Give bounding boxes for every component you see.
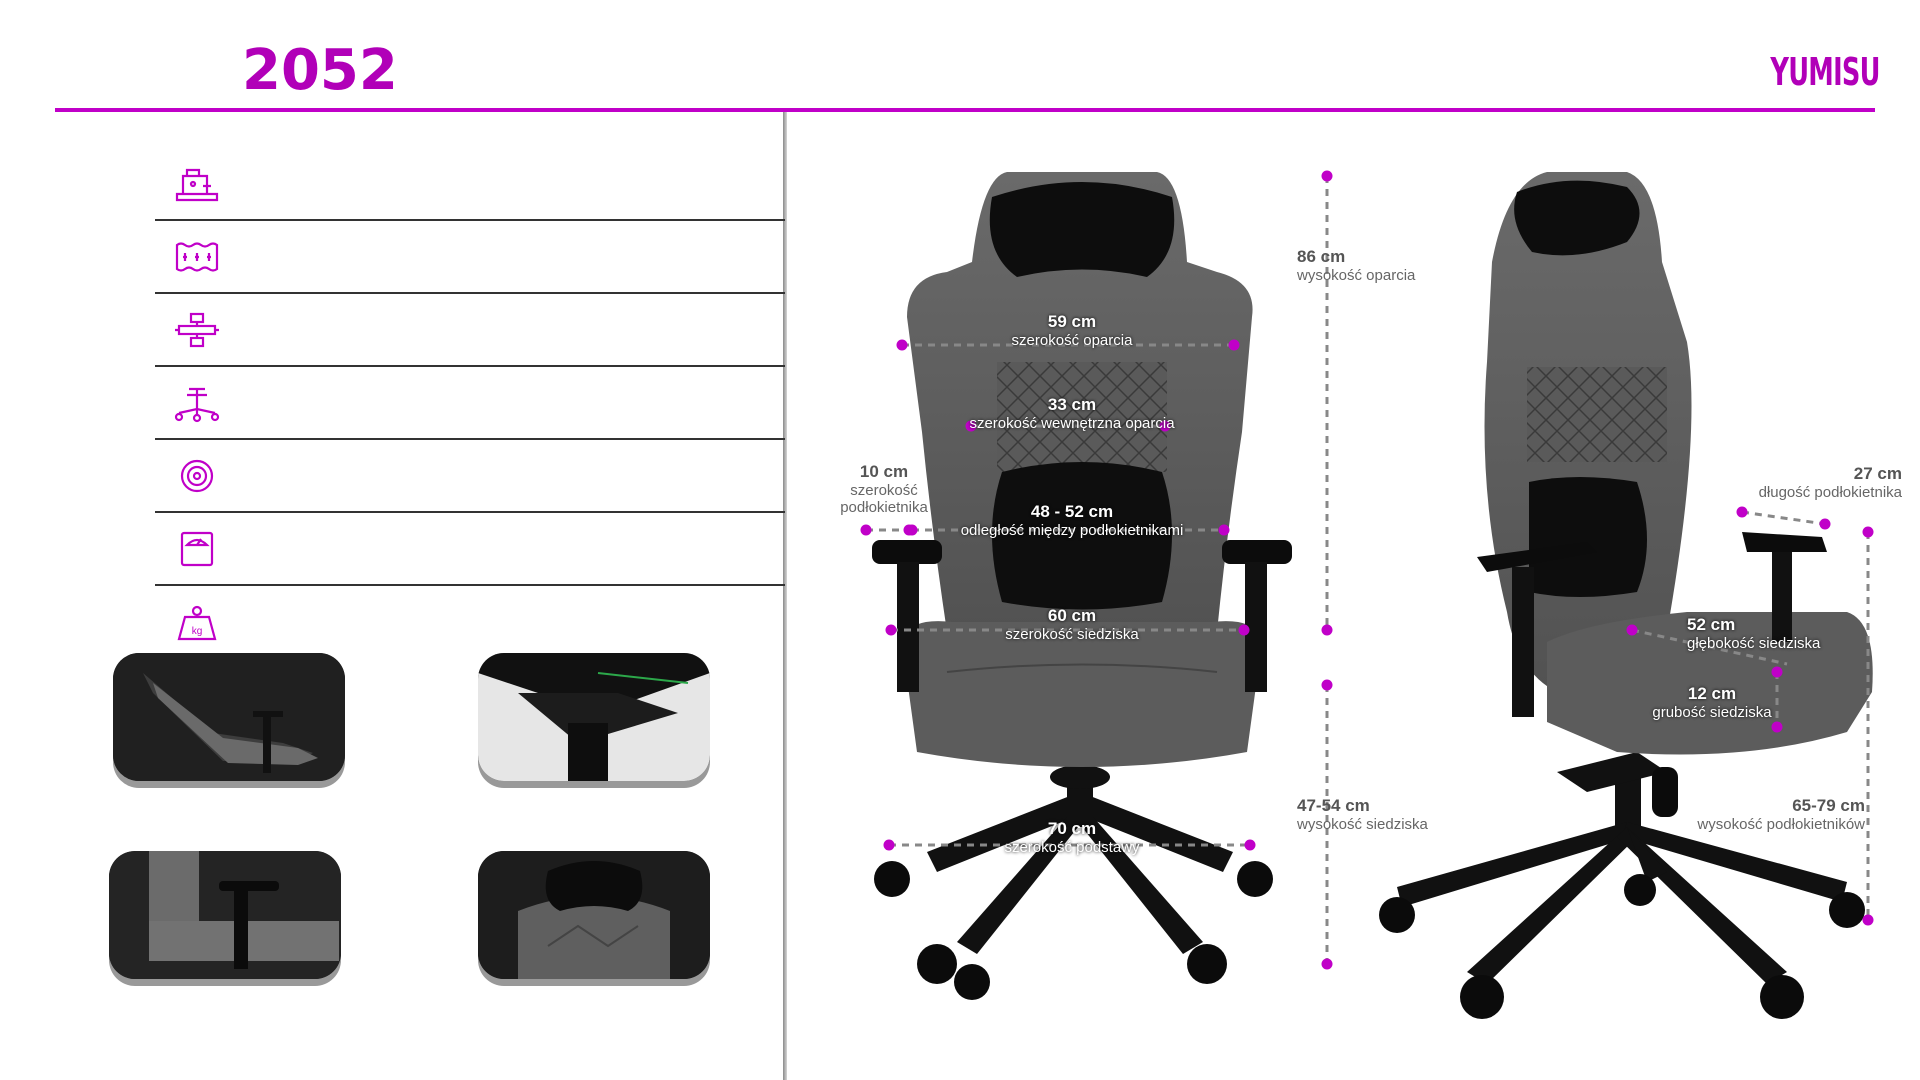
spec-row-weight: kg [155,586,785,659]
model-number: 2052 [242,38,398,103]
spec-row-armrest [155,294,785,367]
weight-icon-label: kg [192,626,203,637]
measure-seat-depth: 52 cm głębokość siedziska [1687,615,1821,652]
side-chair [1379,172,1873,1019]
front-chair [872,172,1292,1000]
measure-seat-height: 47-54 cm wysokość siedziska [1297,796,1428,833]
spec-list: kg [155,148,785,659]
foam-cushion-icon [155,232,239,282]
product-stage: 59 cm szerokość oparcia 33 cm szerokość … [787,112,1920,1080]
spec-row-scale [155,513,785,586]
measure-backrest-width: 59 cm szerokość oparcia [1011,312,1133,349]
header-divider [55,108,1875,112]
wheel-icon [155,451,239,501]
recline-thumbnail[interactable] [113,653,345,781]
scale-icon [155,524,239,574]
side-armrest-thumbnail[interactable] [109,851,341,979]
armrest-adjust-icon [155,305,239,355]
brand-logo: YUMISU [1770,50,1881,94]
measure-seat-width: 60 cm szerokość siedziska [1005,606,1139,643]
measure-markers [860,170,1874,970]
chair-base-icon [155,378,239,428]
chairs-illustration [860,170,1874,1019]
spec-row-wheel [155,440,785,513]
spec-row-base [155,367,785,440]
measure-armrest-length: 27 cm długość podłokietnika [1758,464,1902,501]
measure-inner-backrest-width: 33 cm szerokość wewnętrzna oparcia [969,395,1175,432]
measure-armrest-distance: 48 - 52 cm odległość między podłokietnik… [960,502,1184,539]
spec-row-foam [155,221,785,294]
measure-base-width: 70 cm szerokość podstawy [1004,819,1140,856]
measure-lines [866,176,1870,964]
measure-armrest-width: 10 cm szerokość podłokietnika [840,462,928,516]
weight-kg-icon: kg [155,598,239,648]
measure-seat-thickness: 12 cm grubość siedziska [1652,684,1772,721]
sewing-machine-icon [155,159,239,209]
spec-row-sewing [155,148,785,221]
headrest-thumbnail[interactable] [478,851,710,979]
measure-armrest-height: 65-79 cm wysokość podłokietników [1697,796,1865,833]
measure-backrest-height: 86 cm wysokość oparcia [1297,247,1416,284]
panel-divider [783,112,787,1080]
mechanism-thumbnail[interactable] [478,653,710,781]
